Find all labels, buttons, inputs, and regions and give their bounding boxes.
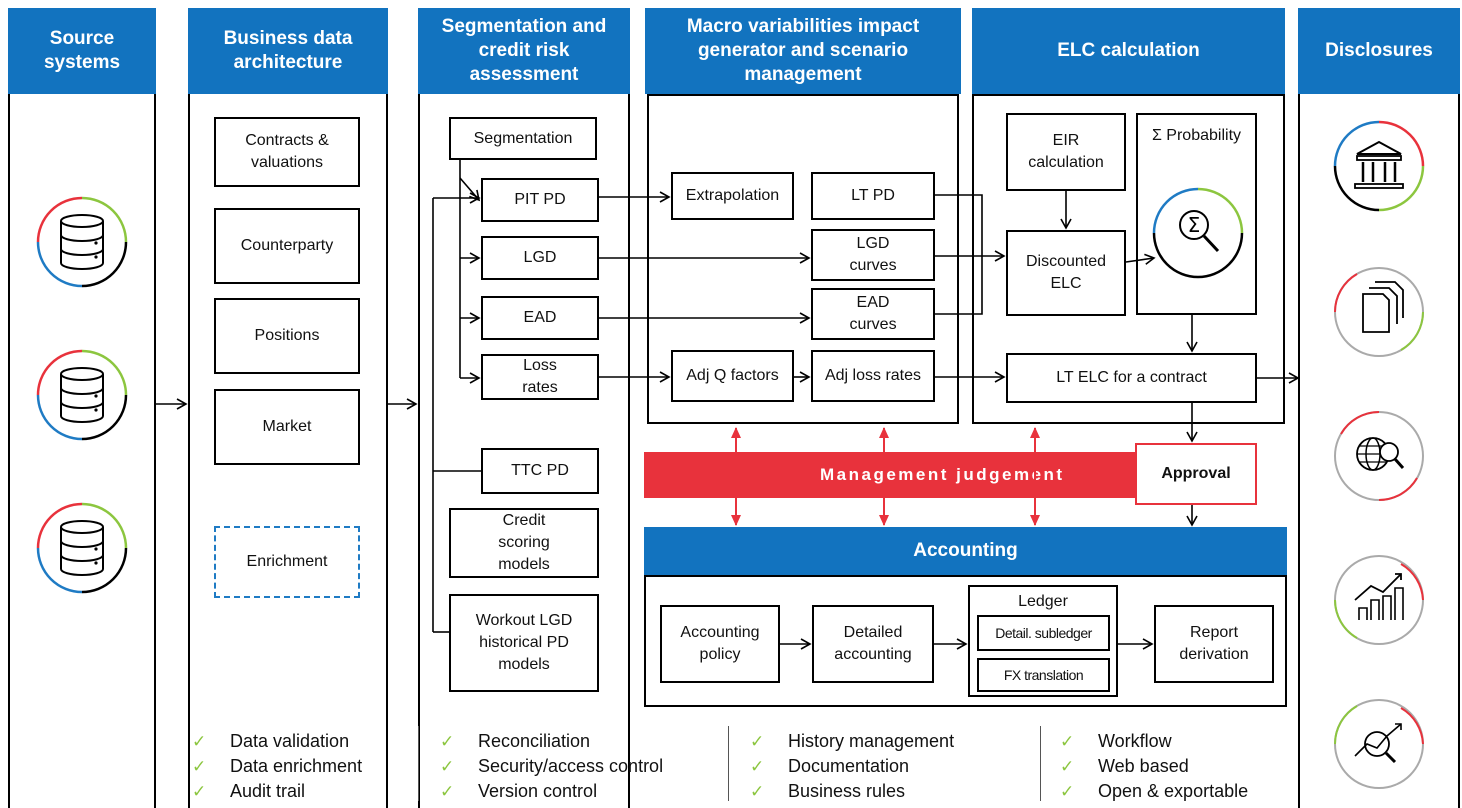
database-icon xyxy=(36,196,128,288)
lgd-curves-box: LGD curves xyxy=(811,229,935,281)
check-icon: ✓ xyxy=(750,757,765,776)
features-group-3: ✓History management ✓Documentation ✓Busi… xyxy=(750,729,954,804)
bank-icon xyxy=(1333,120,1425,212)
counterparty-box: Counterparty xyxy=(214,208,360,284)
feature-separator xyxy=(1040,726,1041,801)
growth-chart-icon xyxy=(1334,555,1424,645)
check-icon: ✓ xyxy=(192,732,207,751)
extrapolation-box: Extrapolation xyxy=(671,172,794,220)
svg-text:Σ: Σ xyxy=(1188,213,1201,237)
feature-item: ✓Reconciliation xyxy=(440,729,663,754)
credit-scoring-box: Credit scoring models xyxy=(449,508,599,578)
report-derivation-box: Report derivation xyxy=(1154,605,1274,683)
check-icon: ✓ xyxy=(440,732,455,751)
sigma-search-icon: Σ xyxy=(1152,187,1244,279)
ttc-pd-box: TTC PD xyxy=(481,448,599,494)
adj-loss-rates-box: Adj loss rates xyxy=(811,350,935,402)
feature-separator xyxy=(418,726,419,801)
contracts-box: Contracts & valuations xyxy=(214,117,360,187)
lt-elc-box: LT ELC for a contract xyxy=(1006,353,1257,403)
accounting-policy-box: Accounting policy xyxy=(660,605,780,683)
header-source-systems: Source systems xyxy=(8,8,156,94)
segmentation-box: Segmentation xyxy=(449,117,597,160)
accounting-panel xyxy=(644,575,1287,707)
check-icon: ✓ xyxy=(440,757,455,776)
check-icon: ✓ xyxy=(1060,782,1075,801)
check-icon: ✓ xyxy=(750,732,765,751)
check-icon: ✓ xyxy=(440,782,455,801)
header-elc: ELC calculation xyxy=(972,8,1285,94)
check-icon: ✓ xyxy=(192,757,207,776)
header-disclosures: Disclosures xyxy=(1298,8,1460,94)
header-business-data: Business data architecture xyxy=(188,8,388,94)
check-icon: ✓ xyxy=(750,782,765,801)
feature-item: ✓History management xyxy=(750,729,954,754)
feature-item: ✓Version control xyxy=(440,779,663,804)
features-group-4: ✓Workflow ✓Web based ✓Open & exportable xyxy=(1060,729,1248,804)
ledger-label: Ledger xyxy=(1018,593,1068,610)
approval-box: Approval xyxy=(1135,443,1257,505)
positions-box: Positions xyxy=(214,298,360,374)
adj-q-factors-box: Adj Q factors xyxy=(671,350,794,402)
feature-item: ✓Data enrichment xyxy=(192,754,362,779)
feature-item: ✓Documentation xyxy=(750,754,954,779)
header-segmentation: Segmentation and credit risk assessment xyxy=(418,8,630,94)
database-icon xyxy=(36,349,128,441)
workout-lgd-box: Workout LGD historical PD models xyxy=(449,594,599,692)
eir-box: EIR calculation xyxy=(1006,113,1126,191)
feature-separator xyxy=(728,726,729,801)
check-icon: ✓ xyxy=(1060,757,1075,776)
enrichment-box: Enrichment xyxy=(214,526,360,598)
probability-box: Σ Probability xyxy=(1136,113,1257,315)
feature-item: ✓Workflow xyxy=(1060,729,1248,754)
analytics-icon xyxy=(1334,699,1424,789)
feature-item: ✓Web based xyxy=(1060,754,1248,779)
features-group-2: ✓Reconciliation ✓Security/access control… xyxy=(440,729,663,804)
feature-item: ✓Business rules xyxy=(750,779,954,804)
ead-box: EAD xyxy=(481,296,599,340)
loss-rates-box: Loss rates xyxy=(481,354,599,400)
discounted-elc-box: Discounted ELC xyxy=(1006,230,1126,316)
subledger-box: Detail. subledger xyxy=(977,615,1110,651)
lt-pd-box: LT PD xyxy=(811,172,935,220)
lgd-box: LGD xyxy=(481,236,599,280)
database-icon xyxy=(36,502,128,594)
check-icon: ✓ xyxy=(192,782,207,801)
globe-search-icon xyxy=(1334,411,1424,501)
header-macro: Macro variabilities impact generator and… xyxy=(645,8,961,94)
accounting-header: Accounting xyxy=(644,527,1287,575)
check-icon: ✓ xyxy=(1060,732,1075,751)
detailed-accounting-box: Detailed accounting xyxy=(812,605,934,683)
market-box: Market xyxy=(214,389,360,465)
feature-item: ✓Data validation xyxy=(192,729,362,754)
documents-icon xyxy=(1334,267,1424,357)
probability-label: Σ Probability xyxy=(1151,127,1242,144)
pit-pd-box: PIT PD xyxy=(481,178,599,222)
features-group-1: ✓Data validation ✓Data enrichment ✓Audit… xyxy=(192,729,362,804)
feature-item: ✓Audit trail xyxy=(192,779,362,804)
ead-curves-box: EAD curves xyxy=(811,288,935,340)
feature-item: ✓Security/access control xyxy=(440,754,663,779)
fx-translation-box: FX translation xyxy=(977,658,1110,692)
feature-item: ✓Open & exportable xyxy=(1060,779,1248,804)
